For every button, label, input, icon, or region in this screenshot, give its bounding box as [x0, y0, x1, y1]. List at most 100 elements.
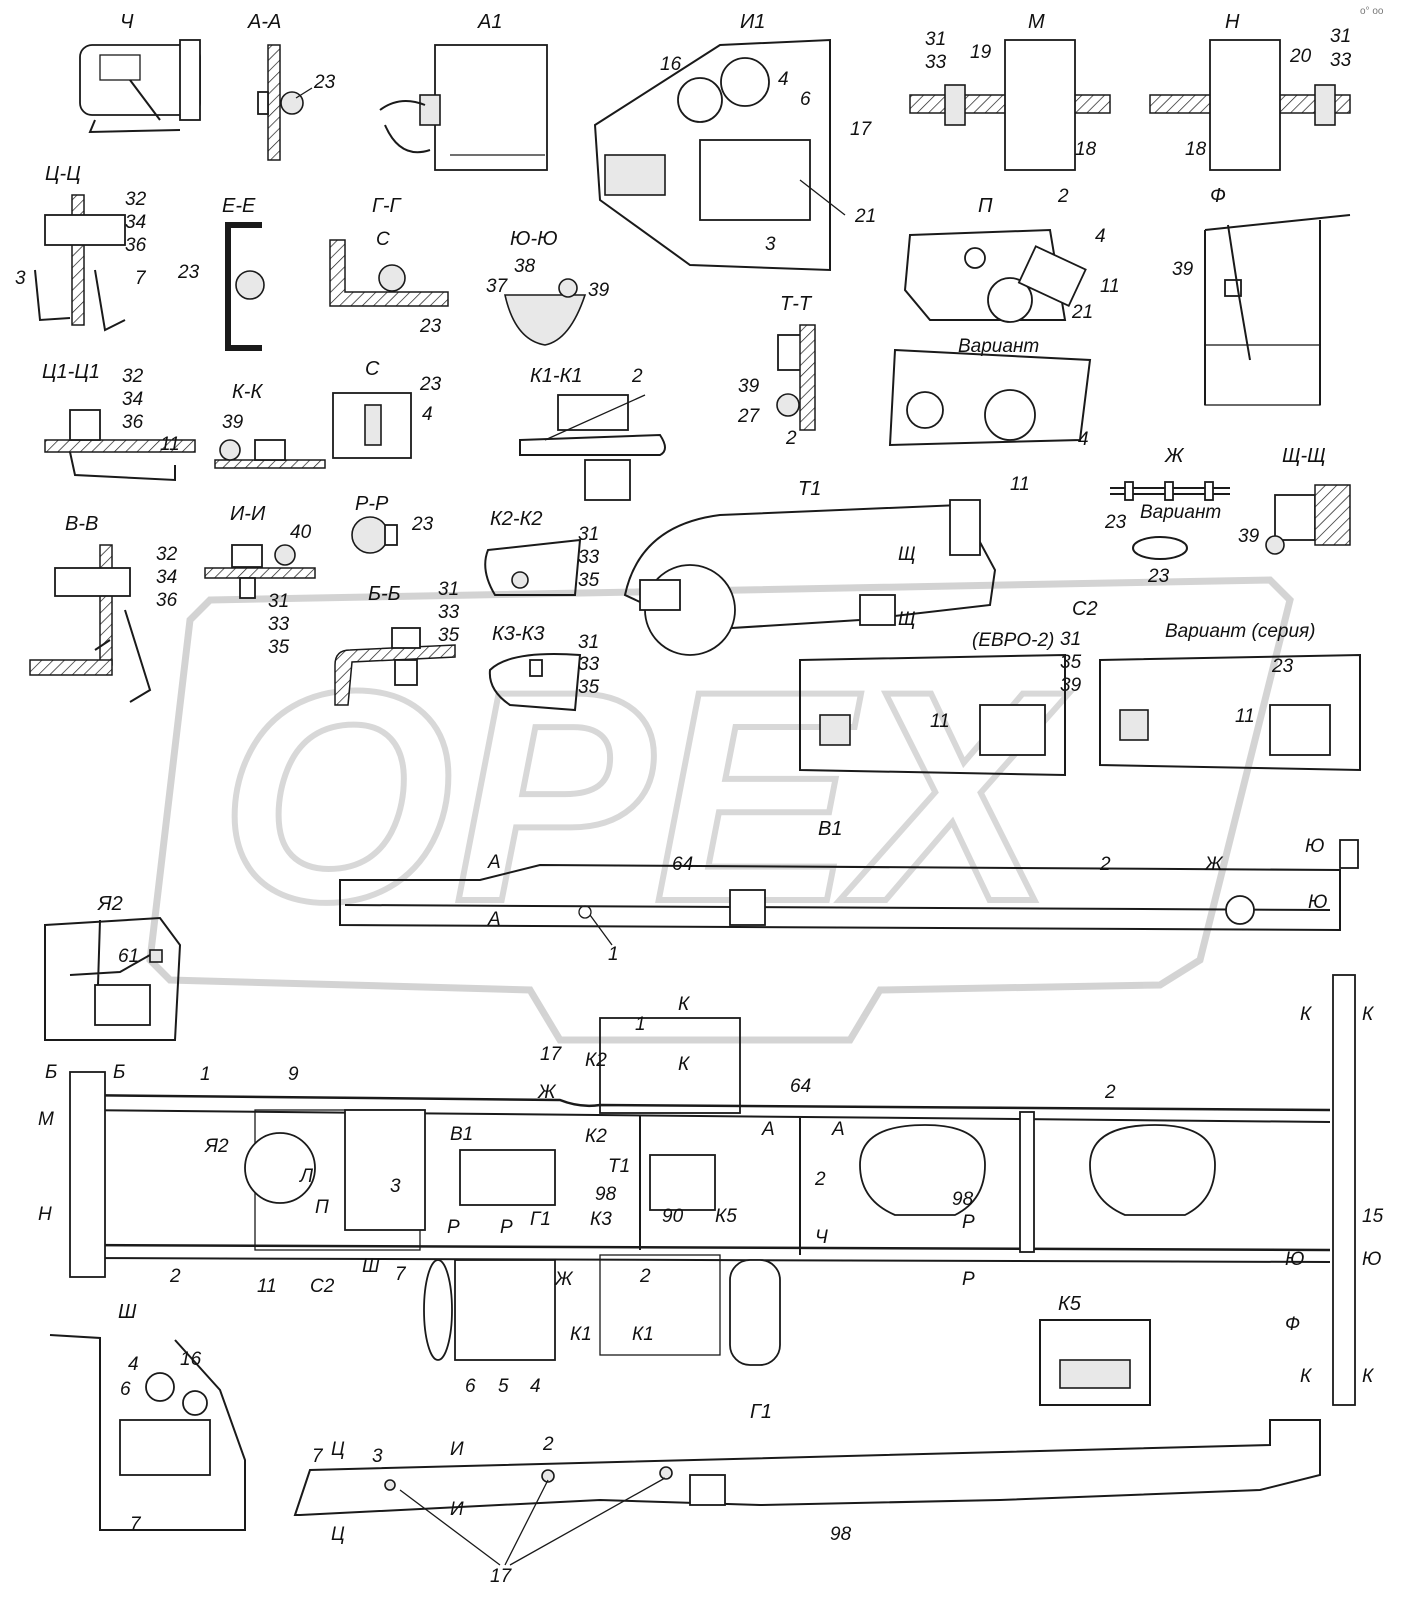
m-callout-31: 31: [925, 29, 946, 50]
view-zh: Ж 23 Вариант 23: [1104, 445, 1230, 587]
pv-callout-11: 11: [1010, 474, 1030, 495]
p-callout-4: 4: [1095, 226, 1106, 247]
main-callout-2-left: 2: [169, 1266, 181, 1287]
ii-callout-31: 31: [268, 591, 289, 612]
zh-variant-callout-23: 23: [1147, 566, 1170, 587]
c2v-callout-23: 23: [1271, 656, 1294, 677]
view-ya2: Я2 61: [44, 893, 182, 1041]
n-callout-18: 18: [1185, 139, 1207, 160]
view-a1: А1: [379, 11, 548, 171]
tt-callout-27: 27: [737, 406, 761, 427]
main-mark-k-bot: К: [678, 1054, 691, 1075]
rr-callout-23: 23: [411, 514, 434, 535]
view-rr-title: Р-Р: [355, 493, 389, 515]
view-g1: Г1 7 Ц 3 И И Ц 2 98 17: [293, 1401, 1321, 1587]
view-n: Н 31 33 20 18: [1149, 11, 1352, 171]
main-callout-7: 7: [395, 1264, 407, 1285]
pv-callout-4: 4: [1078, 429, 1089, 450]
v1-mark-yu-bot: Ю: [1308, 892, 1327, 913]
view-ts1: Ц1-Ц1 32 34 36 11: [42, 361, 196, 482]
k1k1-callout-2: 2: [631, 366, 643, 387]
ts1-callout-34: 34: [122, 389, 143, 410]
kk-callout-39: 39: [222, 412, 244, 433]
m-callout-33: 33: [925, 52, 947, 73]
g1-mark-i-bot: И: [450, 1499, 464, 1520]
main-mark-b-left: Б: [45, 1062, 57, 1083]
view-tsts-title: Ц-Ц: [45, 163, 81, 185]
view-t1-title: Т1: [798, 478, 821, 500]
main-mark-k2-bot: К2: [585, 1126, 607, 1147]
yuyu-callout-37: 37: [486, 276, 509, 297]
view-ii-title: И-И: [230, 503, 266, 525]
view-m: 31 33 М 19 18: [909, 11, 1111, 171]
k2k2-callout-31: 31: [578, 524, 599, 545]
view-ee-title: Е-Е: [222, 195, 256, 217]
main-callout-11: 11: [257, 1276, 277, 1297]
g1-callout-3: 3: [372, 1446, 383, 1467]
k3k3-callout-33: 33: [578, 654, 600, 675]
ii-callout-40: 40: [290, 522, 312, 543]
main-mark-f: Ф: [1285, 1314, 1300, 1335]
view-a1-title: А1: [477, 11, 502, 33]
view-tsts: Ц-Ц 32 34 36 3 7: [15, 163, 147, 332]
main-callout-64: 64: [790, 1076, 811, 1097]
aa-callout-23: 23: [313, 72, 336, 93]
i1-callout-4: 4: [778, 69, 789, 90]
main-callout-2-mid: 2: [814, 1169, 826, 1190]
k3k3-callout-31: 31: [578, 632, 599, 653]
tsts-callout-34: 34: [125, 212, 146, 233]
view-vv: В-В 32 34 36: [29, 513, 178, 703]
view-k2k2: К2-К2 31 33 35: [484, 508, 600, 596]
view-tt-title: Т-Т: [780, 293, 813, 315]
view-sh-title: Ш: [118, 1301, 137, 1323]
main-mark-k-top: К: [678, 994, 691, 1015]
tsts-callout-7: 7: [135, 268, 147, 289]
i1-callout-16: 16: [660, 54, 682, 75]
g1-callout-2: 2: [542, 1434, 554, 1455]
g1-mark-i-top: И: [450, 1439, 464, 1460]
main-mark-ch: Ч: [815, 1227, 828, 1248]
main-mark-k5: К5: [715, 1206, 737, 1227]
view-kk-title: К-К: [232, 381, 263, 403]
view-c2: С2 (ЕВРО-2) 31 35 39 11 Вариант (серия) …: [799, 598, 1361, 777]
yuyu-callout-38: 38: [514, 256, 536, 277]
k2k2-callout-35: 35: [578, 570, 600, 591]
k3k3-callout-35: 35: [578, 677, 600, 698]
main-callout-17: 17: [540, 1044, 563, 1065]
main-mark-zh-bot: Ж: [554, 1269, 574, 1290]
ts1-callout-11: 11: [160, 434, 180, 455]
view-v1: В1 А А 64 2 Ж Ю Ю 1: [339, 818, 1359, 965]
view-p-variant: Вариант 11 4: [888, 336, 1092, 495]
main-mark-v1: В1: [450, 1124, 473, 1145]
main-mark-k1-left: К1: [570, 1324, 592, 1345]
ya2-callout-61: 61: [118, 946, 139, 967]
i1-callout-3: 3: [765, 234, 776, 255]
chassis-main-view: Б Б М Н 1 9 Я2 Л П 3 В1 2 11 С2 Ш 7 Р Р …: [38, 974, 1384, 1406]
view-k1k1: К1-К1 2: [519, 365, 666, 501]
view-i1: И1 16 4 6 17 21 3: [593, 11, 876, 272]
main-mark-k3: К3: [590, 1209, 612, 1230]
main-callout-9: 9: [288, 1064, 299, 1085]
g1-callout-17: 17: [490, 1566, 513, 1587]
view-yuyu-title: Ю-Ю: [510, 228, 558, 250]
tsts-callout-3: 3: [15, 268, 26, 289]
gg-arrow-s: С: [376, 229, 390, 250]
shsh-callout-39: 39: [1238, 526, 1260, 547]
v1-callout-64: 64: [672, 854, 693, 875]
v1-callout-1: 1: [608, 944, 619, 965]
c2v-callout-11: 11: [1235, 706, 1255, 727]
view-p-variant-title: Вариант: [958, 336, 1039, 357]
main-mark-t1: Т1: [608, 1156, 630, 1177]
view-s-title: С: [365, 358, 380, 380]
view-n-title: Н: [1225, 11, 1240, 33]
gg-callout-23: 23: [419, 316, 442, 337]
sh-callout-4: 4: [128, 1354, 139, 1375]
bb-callout-33: 33: [438, 602, 460, 623]
s-callout-4: 4: [422, 404, 433, 425]
ii-callout-33: 33: [268, 614, 290, 635]
view-vv-title: В-В: [65, 513, 98, 535]
n-callout-20: 20: [1289, 46, 1312, 67]
g1-mark-ts-bot: Ц: [331, 1524, 345, 1545]
